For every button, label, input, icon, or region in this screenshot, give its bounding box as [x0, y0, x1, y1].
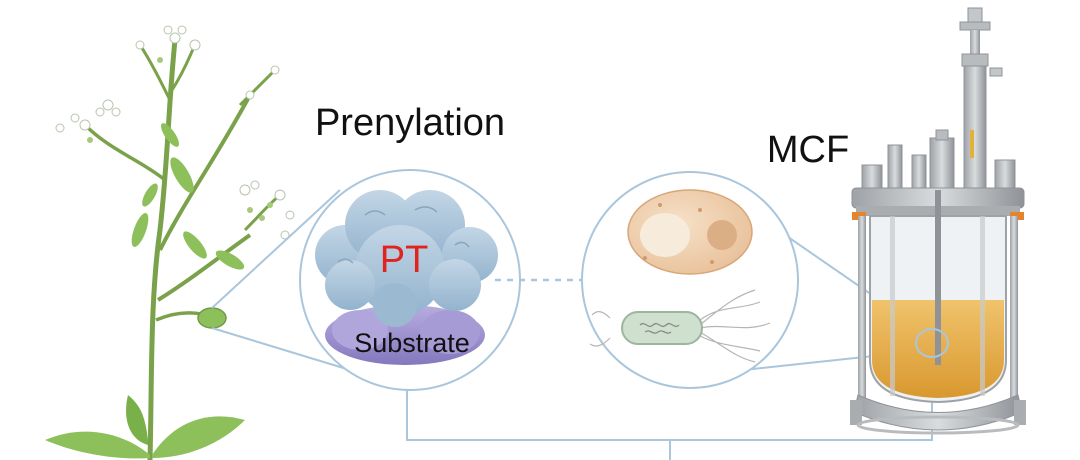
substrate-blob [325, 305, 485, 365]
bioreactor-illustration [850, 7, 1026, 435]
enzyme-zoom-circle [299, 169, 521, 391]
pt-label: PT [380, 239, 429, 281]
bacterium-cell [589, 289, 771, 363]
cell-zoom-circle [581, 171, 799, 389]
yeast-cell [627, 189, 753, 275]
enzyme-blob [315, 190, 498, 327]
mcf-label: MCF [767, 129, 849, 171]
substrate-label: Substrate [354, 328, 470, 358]
prenylation-label: Prenylation [315, 102, 505, 144]
plant-illustration [45, 25, 295, 460]
